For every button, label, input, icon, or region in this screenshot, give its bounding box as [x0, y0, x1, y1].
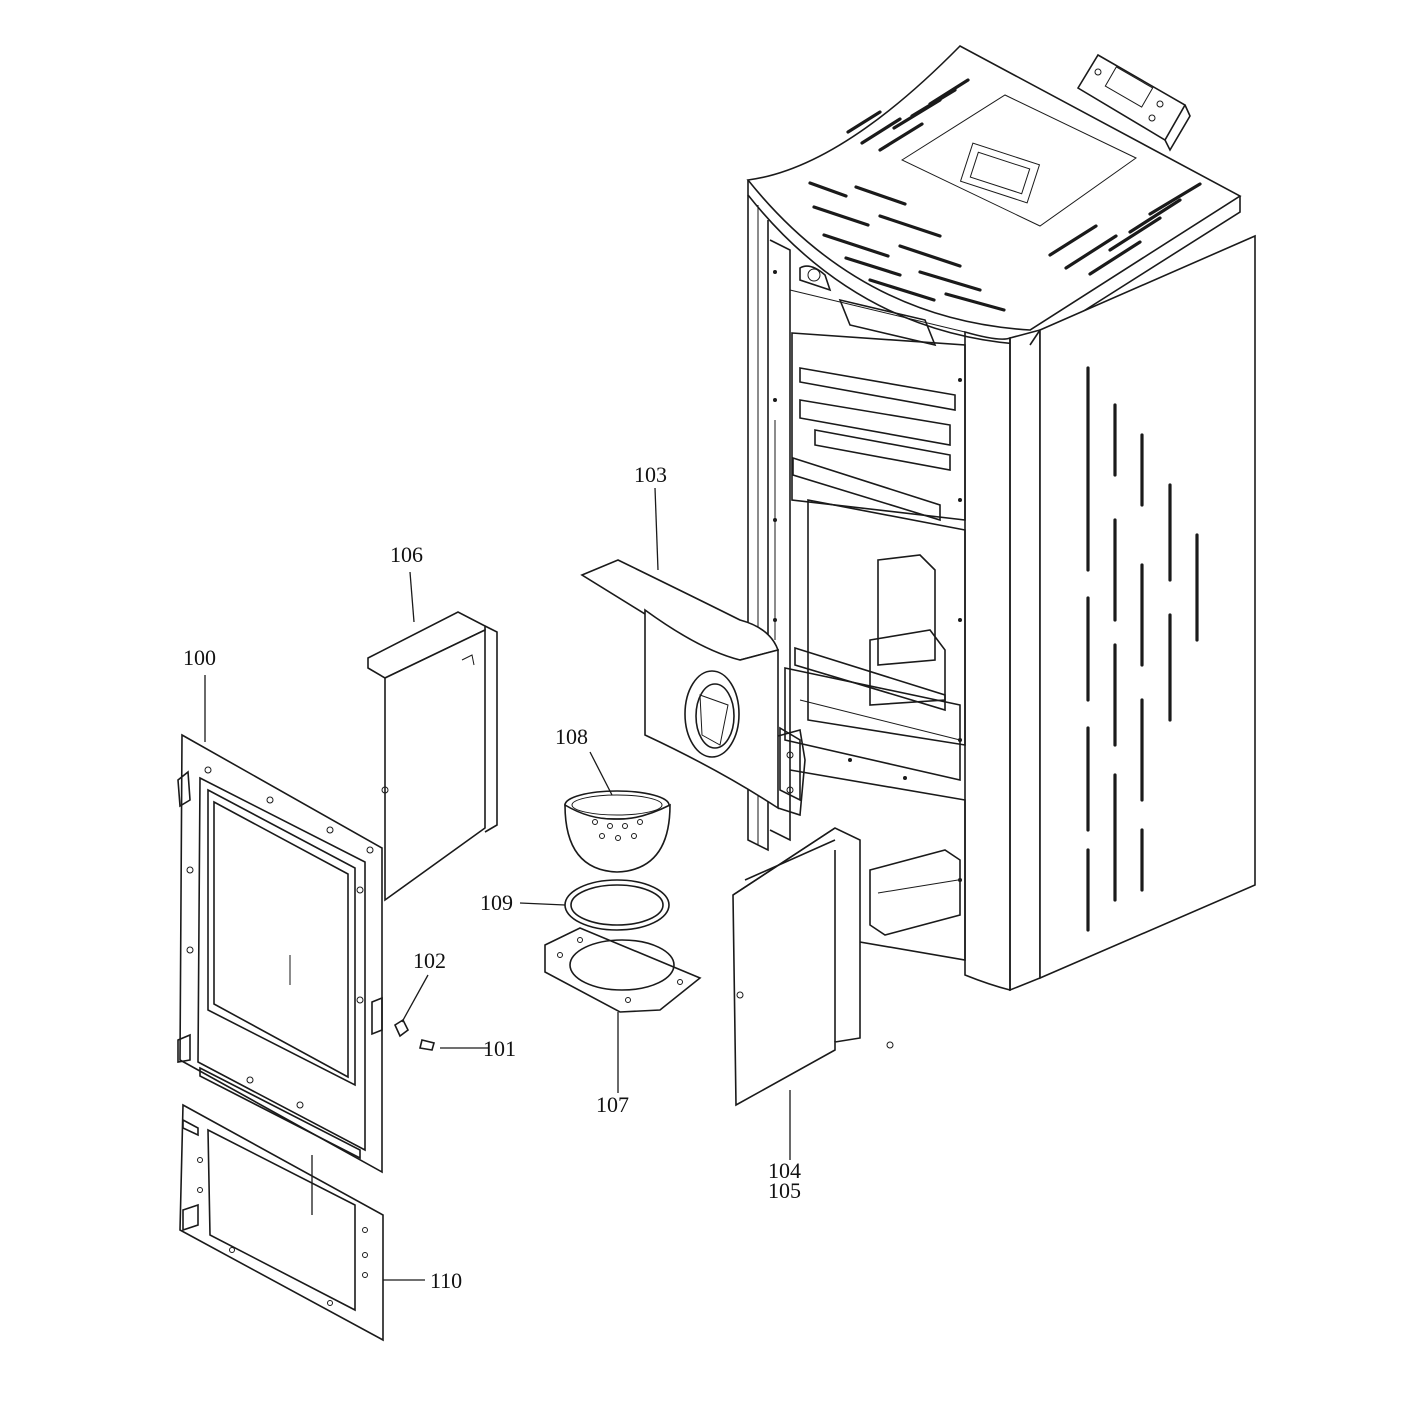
label-104: 104 [768, 1158, 801, 1183]
frame-screws [773, 270, 962, 882]
part-108-burner-cup [564, 790, 671, 873]
part-107-base-plate [544, 927, 702, 1013]
part-101-pin [419, 1039, 435, 1051]
label-103: 103 [634, 462, 667, 487]
label-110: 110 [430, 1268, 462, 1293]
firebox-frame [769, 239, 966, 961]
label-105: 105 [768, 1178, 801, 1203]
part-104-105-side-panel [732, 827, 894, 1107]
part-103-deflector [580, 559, 806, 817]
side-vent-slots [1086, 366, 1199, 932]
label-100: 100 [183, 645, 216, 670]
control-panel [1076, 53, 1191, 152]
label-102: 102 [413, 948, 446, 973]
part-labels: 100 101 102 103 104 105 106 107 108 109 … [183, 462, 801, 1293]
leader-lines [204, 487, 791, 1281]
label-109: 109 [480, 890, 513, 915]
part-109-gasket [564, 879, 670, 931]
label-107: 107 [596, 1092, 629, 1117]
part-106-side-shield [367, 611, 498, 902]
part-102-bushing [393, 1018, 410, 1038]
part-100-door-frame [177, 733, 383, 1174]
stove-body [746, 45, 1256, 992]
label-101: 101 [483, 1036, 516, 1061]
top-vent-slots-back [846, 78, 1202, 276]
part-110-glass-panel [179, 1103, 384, 1342]
label-108: 108 [555, 724, 588, 749]
top-vent-slots-left [808, 181, 1006, 312]
label-106: 106 [390, 542, 423, 567]
